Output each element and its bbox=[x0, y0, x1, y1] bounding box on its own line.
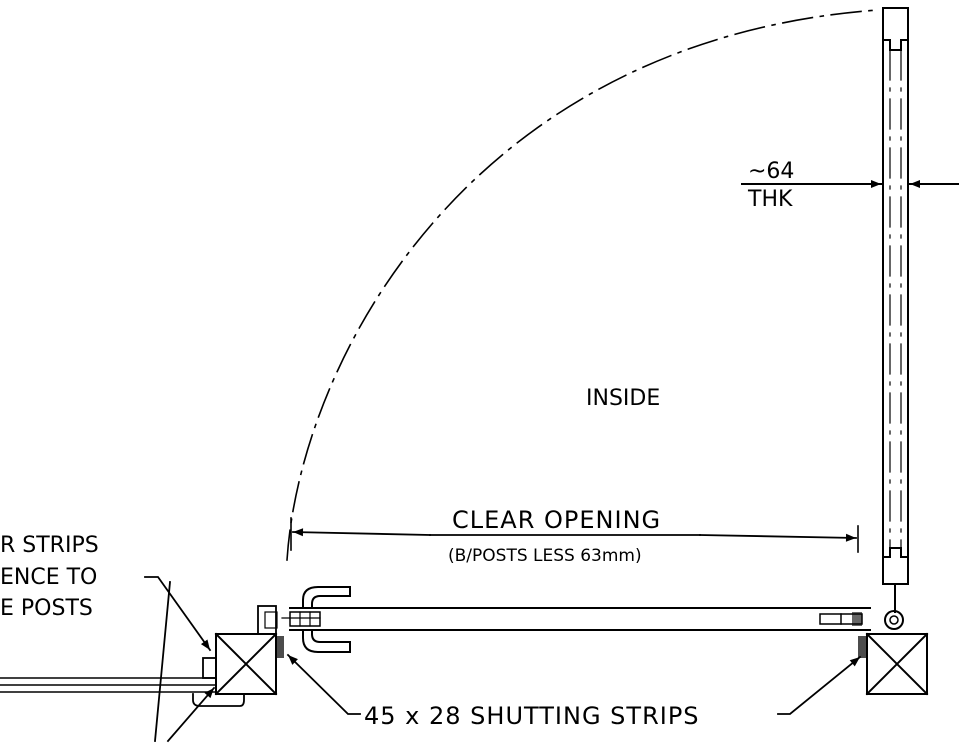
left-note-leaders bbox=[144, 576, 216, 743]
right-gate-post bbox=[858, 632, 929, 696]
thickness-value: ~64 bbox=[748, 159, 794, 184]
door-swing-arc bbox=[286, 9, 879, 561]
open-gate-leaf bbox=[882, 7, 909, 613]
inside-label: INSIDE bbox=[586, 386, 660, 411]
thickness-unit: THK bbox=[747, 187, 793, 212]
shutting-strips-label: 45 x 28 SHUTTING STRIPS bbox=[364, 702, 700, 730]
shutting-strip-leaders bbox=[286, 653, 862, 715]
fence-rails bbox=[0, 677, 217, 693]
gate-handle bbox=[302, 586, 351, 653]
left-note-line-2: ENCE TO bbox=[0, 565, 97, 590]
left-note-line-1: R STRIPS bbox=[0, 533, 99, 558]
clear-opening-dimension bbox=[290, 517, 859, 553]
clear-opening-label: CLEAR OPENING bbox=[452, 506, 661, 534]
left-gate-post bbox=[192, 605, 284, 707]
closed-gate-leaf bbox=[281, 607, 904, 631]
left-note-line-3: E POSTS bbox=[0, 596, 93, 621]
clear-opening-note: (B/POSTS LESS 63mm) bbox=[448, 546, 642, 566]
